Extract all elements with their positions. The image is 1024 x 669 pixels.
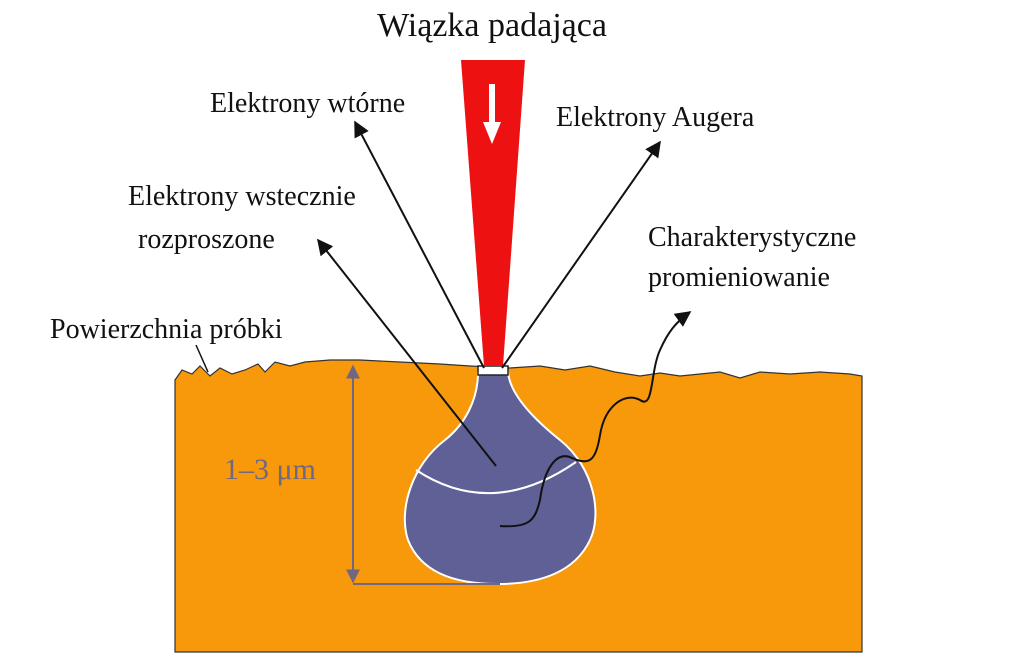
characteristic-radiation-label-line2: promieniowanie	[648, 262, 830, 293]
secondary-electrons-arrow	[354, 120, 485, 369]
backscattered-electrons-label-line2: rozproszone	[138, 224, 275, 255]
characteristic-radiation-label-line1: Charakterystyczne	[648, 222, 856, 253]
auger-electrons-arrow	[501, 140, 661, 369]
depth-label: 1–3 μm	[224, 453, 316, 486]
surface-pointer	[195, 344, 209, 373]
incident-beam	[461, 60, 525, 366]
sample-surface-label: Powierzchnia próbki	[50, 314, 283, 345]
backscattered-electrons-label-line1: Elektrony wstecznie	[128, 181, 356, 212]
backscattered-electrons-arrow	[317, 238, 497, 467]
interaction-volume-boundary	[415, 461, 577, 495]
secondary-electrons-label: Elektrony wtórne	[210, 88, 405, 119]
characteristic-radiation-wave	[499, 311, 692, 528]
incident-beam-label: Wiązka padająca	[377, 7, 607, 44]
auger-electrons-label: Elektrony Augera	[556, 102, 755, 133]
down-arrow-icon	[483, 84, 501, 144]
